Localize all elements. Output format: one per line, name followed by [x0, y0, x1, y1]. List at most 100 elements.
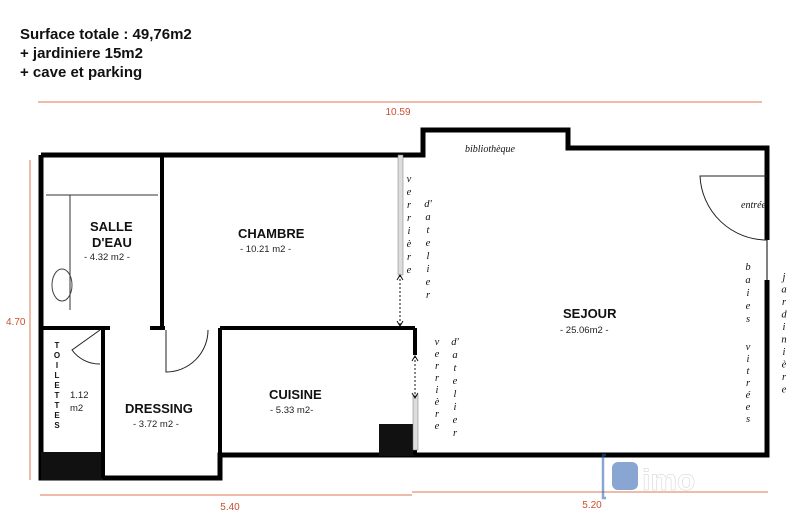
baies-a-letter: a: [745, 275, 750, 286]
chambre-area: - 10.21 m2 -: [240, 244, 291, 255]
baies-b-letter: s: [746, 414, 750, 425]
v3-letter: è: [435, 397, 440, 408]
v2-letter: a: [425, 212, 430, 223]
v3-letter: e: [435, 349, 440, 360]
v4-letter: a: [452, 350, 457, 361]
jard-letter: e: [782, 385, 787, 396]
verriere-cuisine-glass: [412, 394, 419, 451]
toilettes-letter: S: [54, 421, 60, 430]
jard-letter: i: [783, 322, 786, 333]
corner-block-toilettes: [41, 452, 103, 480]
salle-deau-area: - 4.32 m2 -: [84, 252, 130, 263]
v2-letter: e: [426, 238, 431, 249]
v3-letter: r: [435, 373, 440, 384]
toilettes-letter: E: [54, 381, 60, 390]
verriere-chambre-arrowheads: [396, 274, 404, 327]
toilettes-letter: I: [56, 361, 58, 370]
v4-letter: r: [453, 428, 458, 439]
v1-letter: v: [407, 174, 412, 185]
baies-b-letter: i: [747, 354, 750, 365]
v3-letter: v: [435, 337, 440, 348]
surface-total-text: Surface totale : 49,76m2: [20, 26, 192, 43]
v2-letter: r: [426, 290, 431, 301]
dressing-area: - 3.72 m2 -: [133, 419, 179, 430]
toilettes-letter: O: [54, 351, 60, 360]
v3-letter: e: [435, 421, 440, 432]
v4-letter: t: [454, 363, 458, 374]
jard-letter: n: [781, 335, 786, 346]
v4-letter: d': [451, 337, 459, 348]
outer-wall-right-bottom: [412, 280, 770, 458]
salle-deau-label-1: SALLE: [90, 219, 133, 234]
door-toilettes: [71, 329, 101, 365]
chambre-label: CHAMBRE: [238, 226, 305, 241]
door-chambre: [165, 329, 209, 373]
verriere-cuisine-arrowheads: [411, 355, 419, 399]
jard-letter: a: [781, 285, 786, 296]
v1-letter: è: [407, 239, 412, 250]
baies-b-letter: t: [747, 366, 751, 377]
v2-letter: l: [427, 251, 430, 262]
dressing-label: DRESSING: [125, 401, 193, 416]
baies-b-letter: e: [746, 402, 751, 413]
toilettes-letter: T: [55, 401, 60, 410]
toilettes-letter: E: [54, 411, 60, 420]
v3-letter: i: [436, 385, 439, 396]
verriere-chambre-glass: [397, 154, 404, 276]
baies-a-letter: b: [745, 262, 750, 273]
jard-letter: è: [782, 360, 787, 371]
v1-letter: e: [407, 265, 412, 276]
toilettes-letter: L: [55, 371, 60, 380]
v3-letter: r: [435, 361, 440, 372]
outer-wall-top: [41, 127, 770, 240]
v4-letter: l: [454, 389, 457, 400]
watermark-bracket-icon: [601, 453, 606, 500]
basin-icon: [51, 268, 73, 302]
door-entree: [699, 175, 768, 241]
bottom-left-dimension: 5.40: [220, 502, 240, 513]
watermark-text: imo: [642, 464, 695, 497]
watermark-box-icon: [612, 462, 638, 490]
jardiniere-text: + jardiniere 15m2: [20, 45, 143, 62]
v2-letter: i: [427, 264, 430, 275]
jard-letter: i: [783, 347, 786, 358]
baies-a-letter: e: [746, 301, 751, 312]
v4-letter: e: [453, 415, 458, 426]
sejour-area: - 25.06m2 -: [560, 325, 609, 336]
baies-b-letter: v: [746, 342, 751, 353]
corner-block-cuisine: [379, 424, 415, 456]
watermark-logo: imo: [601, 453, 696, 500]
baies-b-letter: r: [746, 378, 751, 389]
sejour-label: SEJOUR: [563, 306, 617, 321]
v1-letter: r: [407, 213, 412, 224]
toilettes-area-1: 1.12: [70, 390, 89, 401]
jard-letter: r: [782, 297, 787, 308]
cave-parking-text: + cave et parking: [20, 64, 143, 81]
toilettes-area-2: m2: [70, 403, 83, 414]
v2-letter: t: [427, 225, 431, 236]
cuisine-area: - 5.33 m2-: [270, 405, 313, 416]
v3-letter: r: [435, 409, 440, 420]
v2-letter: e: [426, 277, 431, 288]
jard-letter: r: [782, 372, 787, 383]
jard-letter: j: [781, 272, 786, 283]
v2-letter: d': [424, 199, 432, 210]
toilettes-letter: T: [55, 391, 60, 400]
v1-letter: i: [408, 226, 411, 237]
toilettes-letter: T: [55, 341, 60, 350]
v1-letter: r: [407, 252, 412, 263]
baies-a-letter: i: [747, 288, 750, 299]
bibliotheque-label: bibliothèque: [465, 144, 516, 155]
top-dimension: 10.59: [385, 107, 410, 118]
v4-letter: e: [453, 376, 458, 387]
baies-a-letter: s: [746, 314, 750, 325]
outer-wall-left-bottom: [38, 155, 412, 481]
